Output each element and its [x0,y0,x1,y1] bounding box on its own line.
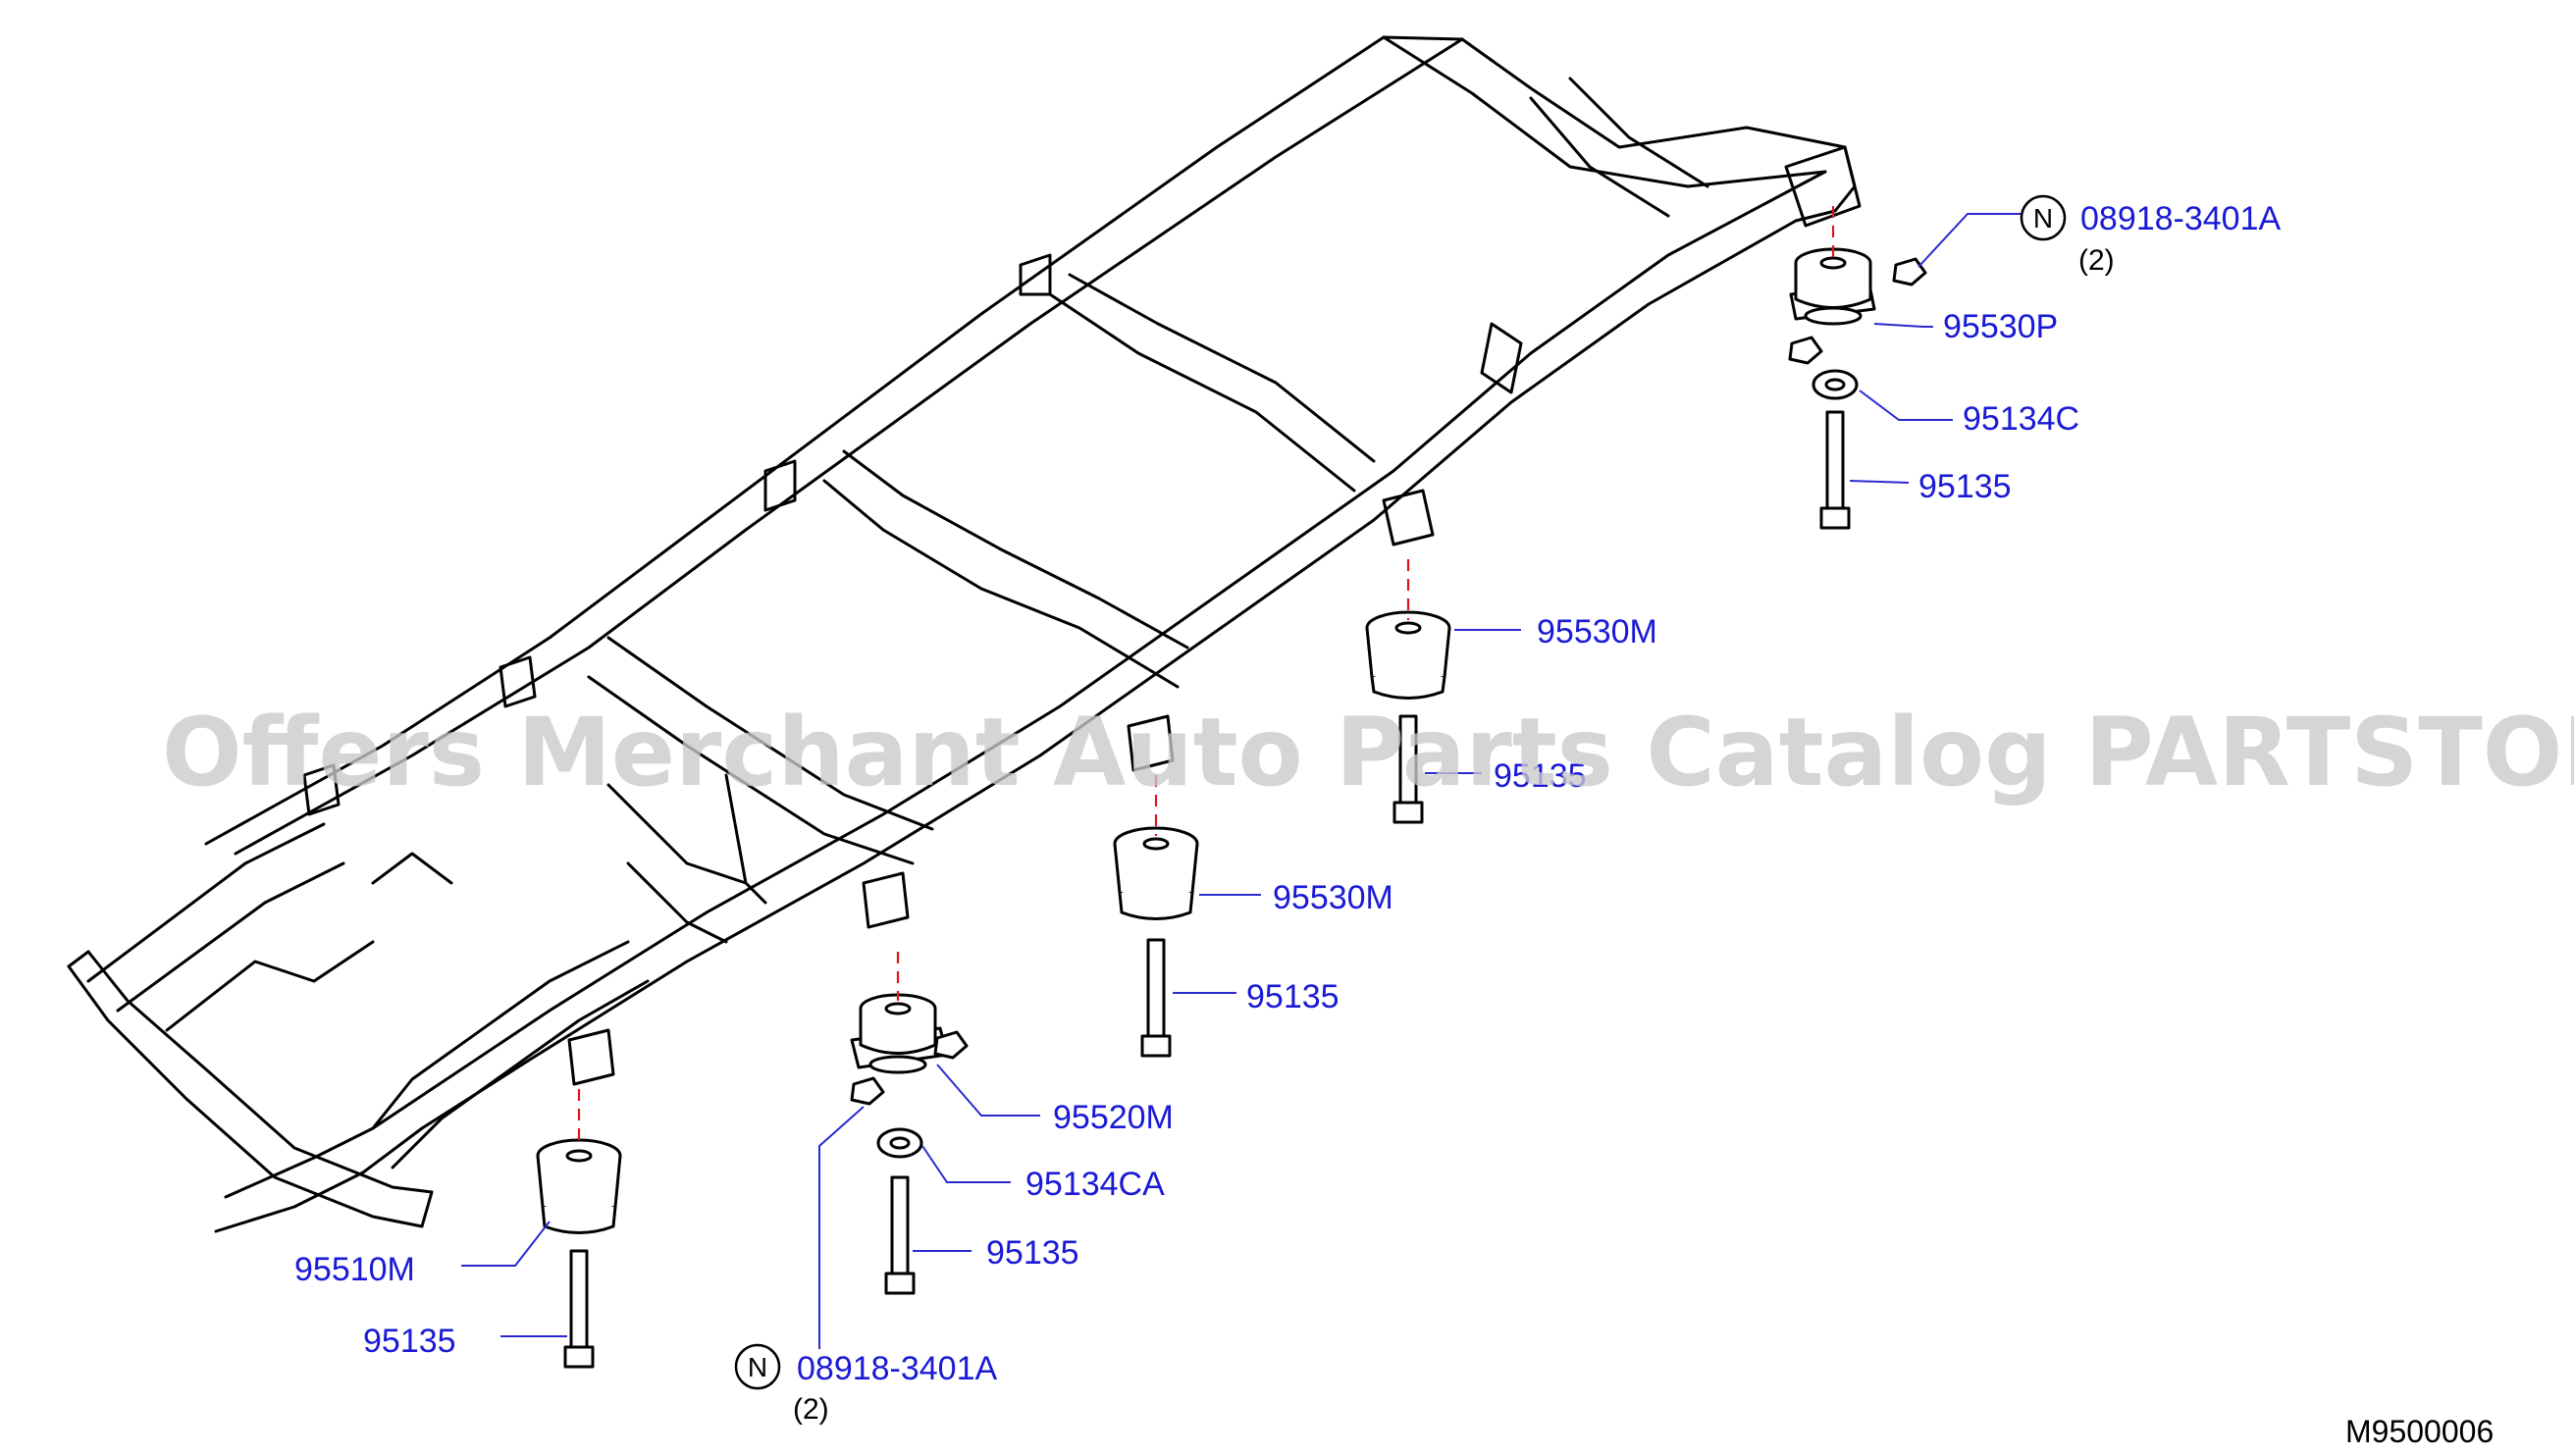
label-95530m-a: 95530M [1537,613,1657,650]
notice-badge-top: N [2020,194,2067,241]
nut-under-95530p [1788,336,1823,365]
svg-text:N: N [2033,203,2053,234]
bolt-95135-b [1392,714,1424,824]
mount-cushion-95510m [536,1138,622,1234]
mount-cushion-95530m-a [1365,610,1451,700]
label-95135-a: 95135 [1918,468,2012,505]
mount-cushion-95530m-b [1113,826,1199,920]
label-95134ca: 95134CA [1025,1166,1165,1203]
label-95135-e: 95135 [363,1323,456,1360]
bolt-95135-e [563,1249,595,1369]
leader-lines [461,213,2022,1349]
mount-insulator-95520m [850,993,949,1074]
nut-under-95520m [850,1076,885,1106]
label-qty-bottom: (2) [793,1393,829,1426]
washer-95134ca [876,1127,923,1159]
label-08918-3401a-top: 08918-3401A [2080,200,2282,237]
label-95520m: 95520M [1053,1099,1174,1136]
vehicle-frame [67,35,1862,1233]
figure-id: M9500006 [2345,1414,2494,1449]
label-95530p: 95530P [1943,308,2058,345]
callout-labels: N 08918-3401A (2) 95530P 95134C 95135 95… [294,194,2494,1449]
label-qty-top: (2) [2078,244,2115,277]
svg-text:N: N [748,1352,767,1382]
mount-insulator-95530p [1789,247,1876,326]
watermark-text: Offers Merchant Auto Parts Catalog PARTS… [162,698,2574,807]
label-08918-3401a-bottom: 08918-3401A [797,1350,998,1387]
alignment-lines [577,206,1835,1148]
nut-top-right [1892,257,1927,286]
label-95135-d: 95135 [986,1234,1079,1272]
washer-95134c [1812,369,1859,400]
bolt-95135-c [1140,938,1172,1058]
bolt-95135-d [884,1175,916,1295]
label-95135-c: 95135 [1246,978,1340,1015]
bolt-95135-a [1819,410,1851,530]
label-95530m-b: 95530M [1273,879,1393,916]
nut-mid-right [933,1030,969,1060]
label-95134c: 95134C [1963,400,2079,438]
label-95135-b: 95135 [1494,757,1587,795]
notice-badge-bottom: N [734,1343,781,1390]
label-95510m: 95510M [294,1251,415,1288]
